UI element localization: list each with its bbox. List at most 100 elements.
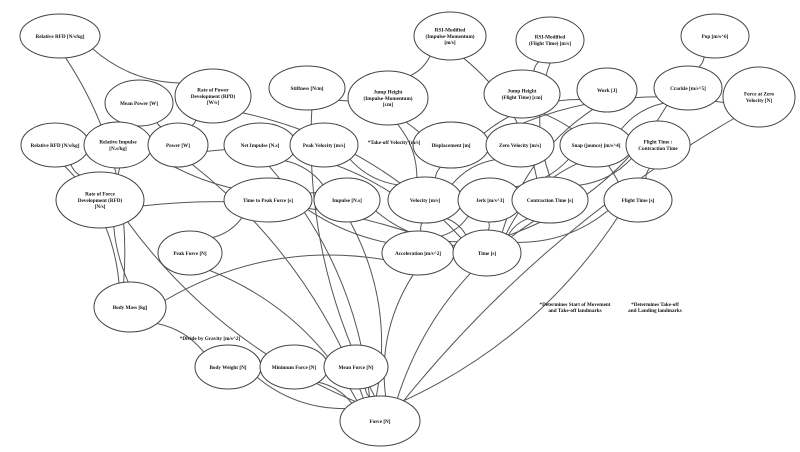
edge-power-to-mean_power: [156, 122, 162, 128]
note-label: *Determines Start of Movement: [539, 302, 610, 308]
node-impulse: Impulse [N.s]: [313, 177, 381, 223]
node-ttpf: Time to Peak Force [s]: [223, 177, 313, 223]
edge-velocity-to-jh_im: [397, 123, 418, 178]
note-label: and Take-off landmarks: [548, 308, 601, 314]
edge-acceleration-to-jerk: [440, 215, 469, 237]
node-ellipse: [452, 229, 522, 277]
edge-jh_im-to-rsi_im: [410, 55, 431, 77]
node-time: Time [s]: [452, 229, 522, 277]
node-ellipse: [19, 13, 101, 59]
edge-velocity-to-peak_velocity: [349, 158, 398, 186]
edge-rfd-to-rel_rfd: [70, 164, 80, 176]
edge-time-to-velocity: [446, 218, 467, 236]
edge-time-to-flight_time: [517, 210, 609, 243]
node-min-force: Minimum Force [N]: [259, 344, 329, 390]
edge-acceleration-to-velocity: [420, 222, 423, 232]
note-label: and Landing landmarks: [628, 308, 682, 314]
node-force: Force [N]: [339, 395, 421, 447]
node-label: Flight Time :: [644, 140, 673, 146]
node-label: Stiffness [N/m]: [291, 86, 324, 92]
edge-jh_ft-to-rsi_ft: [533, 61, 540, 72]
node-label: Jerk [m/s^3]: [476, 198, 504, 204]
note-label: *Determines Take-off: [631, 302, 679, 308]
node-ellipse: [289, 122, 359, 168]
node-ellipse: [347, 70, 429, 126]
edge-contraction_time-to-ft_ct: [579, 158, 632, 186]
node-ft-ct: Flight Time :Contraction Time: [625, 120, 691, 170]
node-label: Jump Height: [374, 90, 403, 96]
node-label: Relative RFD [N/s/kg]: [31, 143, 80, 149]
node-ellipse: [413, 11, 487, 61]
node-label: [N/s]: [95, 204, 106, 210]
node-ellipse: [603, 177, 673, 223]
node-mean-force: Mean Force [N]: [323, 344, 389, 390]
edge-snap-to-crackle: [620, 102, 664, 130]
node-label: Body Mass [kg]: [113, 305, 148, 311]
node-label: Time [s]: [478, 251, 496, 257]
node-ellipse: [483, 69, 561, 119]
node-label: [cm]: [383, 102, 393, 108]
node-label: Displacement [m]: [431, 143, 470, 149]
node-label: Acceleration [m/s^2]: [395, 251, 441, 257]
edge-velocity-to-zero_velocity: [451, 159, 495, 185]
node-rsi-im: RSI-Modified(Impulse-Momentum)[m/s]: [413, 11, 487, 61]
node-layer: Relative RFD [N/s/kg] RSI-Modified(Impuls…: [19, 11, 796, 447]
node-ellipse: [653, 65, 723, 111]
node-ellipse: [93, 281, 167, 333]
node-label: Rate of Force: [85, 192, 116, 198]
node-ellipse: [485, 122, 555, 168]
edge-force-to-body_weight: [256, 376, 346, 410]
node-ellipse: [104, 79, 174, 127]
node-body-mass: Body Mass [kg]: [93, 281, 167, 333]
edge-power-to-rpd: [191, 119, 197, 126]
note-label: *Divide by Gravity [m/s^2]: [180, 336, 241, 342]
node-ellipse: [625, 120, 691, 170]
node-label: Force at Zero: [744, 92, 774, 98]
node-ellipse: [680, 13, 750, 59]
node-label: Velocity [m/s]: [410, 198, 440, 204]
node-ellipse: [323, 344, 389, 390]
node-peak-velocity: Peak Velocity [m/s]: [289, 122, 359, 168]
node-label: Contraction Time: [638, 146, 678, 152]
node-label: Rate of Power: [197, 88, 229, 94]
node-ellipse: [511, 176, 589, 224]
node-label: (Impulse-Momentum): [364, 95, 413, 102]
node-label: Peak Force [N]: [173, 251, 207, 257]
node-net-impulse: Net Impulse [N.s]: [223, 122, 297, 168]
node-label: Relative Impulse: [99, 140, 137, 146]
node-label: Net Impulse [N.s]: [241, 143, 280, 149]
note-layer: *Take-off Velocity [m/s] *Divide by Gravi…: [180, 140, 682, 342]
edge-force-to-min_force: [318, 381, 353, 404]
node-rsi-ft: RSI-Modified(Flight Time) [m/s]: [515, 16, 585, 64]
node-label: Development (RPD): [191, 93, 236, 100]
node-label: (Flight Time) [m/s]: [529, 40, 571, 47]
node-rel-rfd: Relative RFD [N/s/kg]: [20, 122, 90, 168]
node-label: Pop [m/s^6]: [702, 34, 729, 40]
node-label: (Flight Time) [cm]: [502, 94, 543, 101]
node-velocity: Velocity [m/s]: [387, 176, 463, 224]
node-label: Body Weight [N]: [209, 365, 246, 371]
node-label: [N.s/kg]: [109, 146, 127, 152]
node-ellipse: [223, 177, 313, 223]
edge-rpd-to-rel_rfd_kg: [92, 48, 180, 84]
node-rel-impulse: Relative Impulse[N.s/kg]: [83, 121, 153, 169]
node-label: Snap (jounce) [m/s^4]: [572, 142, 621, 149]
node-label: Flight Time [s]: [622, 198, 655, 204]
node-ellipse: [576, 67, 638, 113]
node-displacement: Displacement [m]: [412, 121, 490, 169]
note-label: *Take-off Velocity [m/s]: [368, 140, 421, 146]
node-label: Contraction Time [s]: [527, 198, 573, 204]
node-label: Zero Velocity [m/s]: [499, 143, 541, 149]
node-jh-ft: Jump Height(Flight Time) [cm]: [483, 69, 561, 119]
node-ellipse: [268, 65, 346, 111]
node-label: Mean Power [W]: [120, 101, 158, 107]
node-zero-velocity: Zero Velocity [m/s]: [485, 122, 555, 168]
node-label: Time to Peak Force [s]: [243, 198, 293, 204]
node-label: (Impulse-Momentum): [426, 33, 475, 40]
node-snap: Snap (jounce) [m/s^4]: [559, 122, 633, 168]
edge-force-to-acceleration: [383, 274, 414, 397]
node-label: Relative RFD [N/s/kg]: [36, 34, 85, 40]
